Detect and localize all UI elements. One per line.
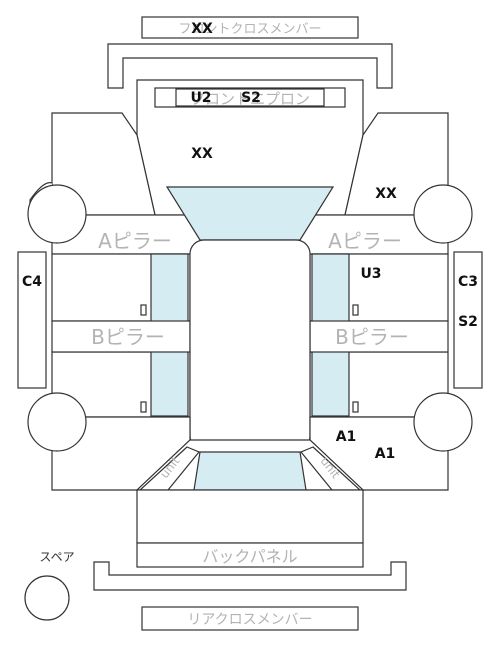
spare-tire[interactable] — [24, 575, 70, 621]
mark-right-fender: XX — [375, 186, 397, 202]
left-rear-door-handle — [140, 401, 147, 413]
right-rear-wheel[interactable] — [413, 392, 473, 452]
left-front-door-handle — [140, 304, 147, 316]
mark-right-side-top: C3 — [458, 274, 478, 290]
roof[interactable] — [189, 239, 311, 451]
b-pillar-left-label: Bピラー — [91, 325, 165, 349]
front-apron-inner — [175, 88, 325, 107]
rear-cross-member-label: リアクロスメンバー — [187, 612, 312, 628]
back-panel-label: バックパネル — [202, 547, 297, 566]
front-bumper[interactable] — [107, 43, 393, 89]
mark-right-front-door: U3 — [360, 266, 381, 282]
left-side-sill[interactable] — [17, 251, 47, 389]
b-pillar-left-band[interactable] — [51, 320, 191, 353]
front-apron-label: フロントエプロン — [190, 90, 310, 108]
a-pillar-right-label: Aピラー — [328, 229, 402, 253]
left-rear-wheel[interactable] — [27, 392, 87, 452]
mark-front-apron-right: S2 — [241, 90, 261, 106]
mark-right-side-bottom: S2 — [458, 314, 478, 330]
mark-hood: XX — [191, 146, 213, 162]
back-panel[interactable] — [136, 542, 364, 568]
trunk-lid[interactable] — [136, 489, 364, 544]
left-front-wheel[interactable] — [27, 184, 87, 244]
b-pillar-right-band[interactable] — [309, 320, 449, 353]
spare-label: スペア — [39, 550, 74, 564]
mark-right-rear-door: A1 — [336, 429, 357, 445]
a-pillar-left-label: Aピラー — [98, 229, 172, 253]
mark-front-apron-left: U2 — [190, 90, 211, 106]
front-cross-member-label: フロントクロスメンバー — [178, 22, 321, 37]
right-front-wheel[interactable] — [413, 184, 473, 244]
rear-cross-member-box[interactable] — [141, 606, 359, 631]
mark-front-cross-member: XX — [191, 21, 213, 37]
front-cross-member-box[interactable] — [141, 16, 359, 39]
right-side-sill[interactable] — [453, 251, 483, 389]
b-pillar-right-label: Bピラー — [335, 325, 409, 349]
rear-bumper[interactable] — [93, 561, 407, 591]
mark-right-rear-wheel: A1 — [375, 446, 396, 462]
right-rear-door-handle — [352, 401, 359, 413]
rear-window[interactable] — [193, 451, 307, 491]
mark-left-side: C4 — [22, 274, 42, 290]
right-front-door-handle — [352, 304, 359, 316]
